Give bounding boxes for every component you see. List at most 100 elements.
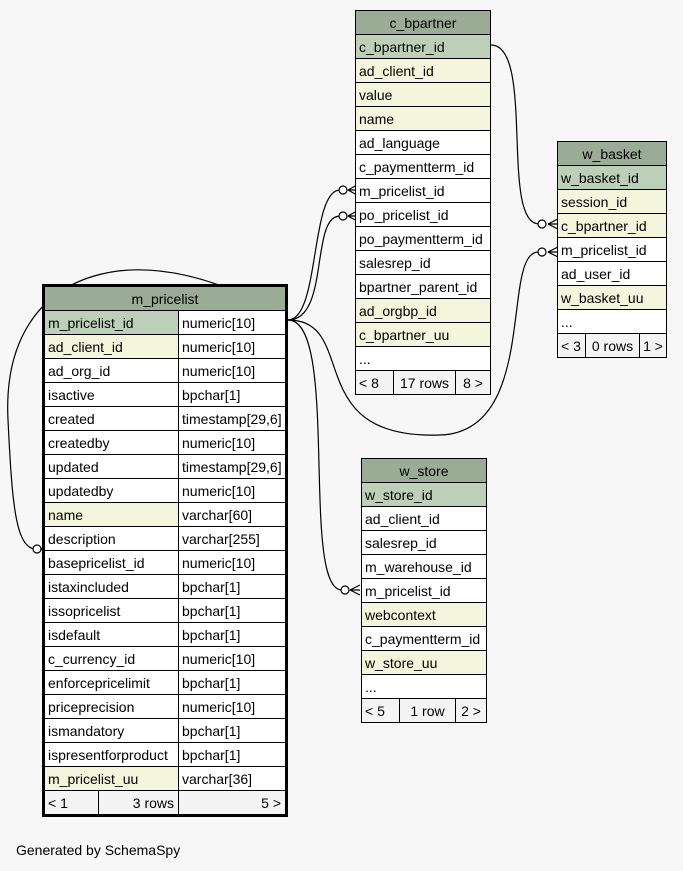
column-row[interactable]: c_bpartner_id	[557, 213, 667, 238]
column-row[interactable]: ad_orgbp_id	[355, 298, 491, 323]
column-name[interactable]: c_bpartner_id	[355, 34, 491, 59]
table-title[interactable]: w_basket	[557, 141, 667, 166]
column-name[interactable]: name	[43, 502, 179, 527]
column-name[interactable]: ad_user_id	[557, 261, 667, 286]
column-name[interactable]: created	[43, 406, 179, 431]
column-row[interactable]: ad_user_id	[557, 261, 667, 286]
column-row[interactable]: c_bpartner_uu	[355, 322, 491, 347]
column-name[interactable]: updatedby	[43, 478, 179, 503]
column-name[interactable]: salesrep_id	[355, 250, 491, 275]
column-name[interactable]: ad_client_id	[361, 506, 487, 531]
column-name[interactable]: ispresentforproduct	[43, 742, 179, 767]
column-name[interactable]: m_pricelist_id	[43, 310, 179, 335]
column-row[interactable]: ...	[355, 346, 491, 371]
column-name[interactable]: w_store_uu	[361, 650, 487, 675]
column-name[interactable]: m_pricelist_id	[355, 178, 491, 203]
column-row[interactable]: po_paymentterm_id	[355, 226, 491, 251]
column-row[interactable]: name	[355, 106, 491, 131]
parents-link[interactable]: < 1	[43, 790, 99, 816]
column-name[interactable]: session_id	[557, 189, 667, 214]
column-name[interactable]: enforcepricelimit	[43, 670, 179, 695]
column-name[interactable]: m_warehouse_id	[361, 554, 487, 579]
column-name[interactable]: w_basket_uu	[557, 285, 667, 310]
column-name[interactable]: ...	[355, 346, 491, 371]
parents-link[interactable]: < 5	[361, 698, 400, 723]
column-row[interactable]: w_store_uu	[361, 650, 487, 675]
column-name[interactable]: w_basket_id	[557, 165, 667, 190]
column-row[interactable]: c_paymentterm_id	[355, 154, 491, 179]
column-name[interactable]: ismandatory	[43, 718, 179, 743]
column-name[interactable]: updated	[43, 454, 179, 479]
column-name[interactable]: description	[43, 526, 179, 551]
column-name[interactable]: isactive	[43, 382, 179, 407]
column-row[interactable]: ad_language	[355, 130, 491, 155]
column-name[interactable]: c_bpartner_id	[557, 213, 667, 238]
column-name[interactable]: ad_orgbp_id	[355, 298, 491, 323]
column-row[interactable]: w_basket_id	[557, 165, 667, 190]
column-name[interactable]: c_currency_id	[43, 646, 179, 671]
column-name[interactable]: createdby	[43, 430, 179, 455]
children-link[interactable]: 8 >	[455, 370, 491, 395]
column-name[interactable]: isdefault	[43, 622, 179, 647]
table-title[interactable]: c_bpartner	[355, 10, 491, 35]
column-row[interactable]: m_pricelist_id	[355, 178, 491, 203]
column-name[interactable]: name	[355, 106, 491, 131]
column-name[interactable]: value	[355, 82, 491, 107]
children-link[interactable]: 2 >	[455, 698, 487, 723]
column-row[interactable]: w_store_id	[361, 482, 487, 507]
column-row[interactable]: session_id	[557, 189, 667, 214]
column-row[interactable]: ...	[361, 674, 487, 699]
column-name[interactable]: ad_language	[355, 130, 491, 155]
children-link[interactable]: 5 >	[178, 790, 287, 816]
column-row[interactable]: ad_client_id	[361, 506, 487, 531]
column-name[interactable]: c_bpartner_uu	[355, 322, 491, 347]
column-name[interactable]: ...	[557, 309, 667, 334]
column-row[interactable]: m_pricelist_id	[557, 237, 667, 262]
column-name[interactable]: istaxincluded	[43, 574, 179, 599]
column-name[interactable]: m_pricelist_id	[557, 237, 667, 262]
column-name[interactable]: ad_client_id	[355, 58, 491, 83]
column-row[interactable]: ...	[557, 309, 667, 334]
column-name[interactable]: issopricelist	[43, 598, 179, 623]
column-row[interactable]: c_bpartner_id	[355, 34, 491, 59]
parents-link[interactable]: < 8	[355, 370, 394, 395]
column-row[interactable]: w_basket_uu	[557, 285, 667, 310]
table-title[interactable]: w_store	[361, 458, 487, 483]
column-name[interactable]: priceprecision	[43, 694, 179, 719]
column-row[interactable]: salesrep_id	[361, 530, 487, 555]
column-name[interactable]: bpartner_parent_id	[355, 274, 491, 299]
column-name[interactable]: m_pricelist_uu	[43, 766, 179, 791]
column-row[interactable]: c_paymentterm_id	[361, 626, 487, 651]
column-row[interactable]: webcontext	[361, 602, 487, 627]
column-name[interactable]: ...	[361, 674, 487, 699]
column-name[interactable]: basepricelist_id	[43, 550, 179, 575]
column-row[interactable]: salesrep_id	[355, 250, 491, 275]
column-name[interactable]: c_paymentterm_id	[355, 154, 491, 179]
parents-link[interactable]: < 3	[557, 333, 586, 358]
column-name[interactable]: c_paymentterm_id	[361, 626, 487, 651]
